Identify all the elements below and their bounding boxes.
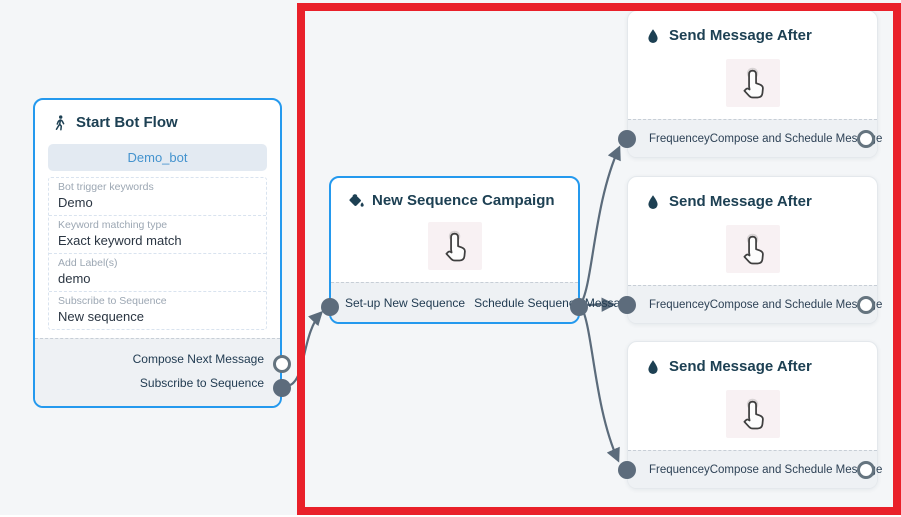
send-node-header: Send Message After xyxy=(628,11,877,44)
send-node-title: Send Message After xyxy=(669,27,812,44)
send-node-header: Send Message After xyxy=(628,177,877,210)
send-output-port[interactable] xyxy=(857,461,875,479)
start-node-fields: Bot trigger keywords Demo Keyword matchi… xyxy=(48,177,267,330)
walking-person-icon xyxy=(52,115,68,131)
bot-name-button[interactable]: Demo_bot xyxy=(48,144,267,171)
send-node-header: Send Message After xyxy=(628,342,877,375)
field-subscribe-to-sequence[interactable]: Subscribe to Sequence New sequence xyxy=(58,295,167,324)
fill-drip-icon xyxy=(348,193,364,209)
field-bot-trigger-keywords[interactable]: Bot trigger keywords Demo xyxy=(49,178,266,216)
water-drop-icon xyxy=(645,359,661,375)
send-click-area[interactable] xyxy=(725,225,780,273)
send-click-area[interactable] xyxy=(725,390,780,438)
output-port-subscribe-to-sequence[interactable] xyxy=(273,379,291,397)
send-message-after-node-1[interactable]: Send Message After Frequencey Compose an… xyxy=(618,10,882,158)
schedule-sequence-message-label[interactable]: Schedule Sequence Message xyxy=(474,295,634,310)
compose-and-schedule-message-label[interactable]: Compose and Schedule Message xyxy=(709,298,883,311)
new-sequence-campaign-node[interactable]: New Sequence Campaign Set-up New Sequenc… xyxy=(321,176,634,324)
compose-and-schedule-message-label[interactable]: Compose and Schedule Message xyxy=(709,463,883,476)
start-node-header: Start Bot Flow xyxy=(35,100,280,131)
start-node-title: Start Bot Flow xyxy=(76,114,178,131)
tap-hand-icon xyxy=(732,228,774,270)
field-keyword-matching-type[interactable]: Keyword matching type Exact keyword matc… xyxy=(49,216,266,254)
sequence-input-port[interactable] xyxy=(321,298,339,316)
sequence-node-footer: Set-up New Sequence Schedule Sequence Me… xyxy=(331,282,634,322)
frequency-label[interactable]: Frequencey xyxy=(649,132,710,145)
water-drop-icon xyxy=(645,28,661,44)
tap-hand-icon xyxy=(732,62,774,104)
start-node-footer: Compose Next Message Subscribe to Sequen… xyxy=(35,338,280,406)
field-add-labels[interactable]: Add Label(s) demo xyxy=(49,254,266,292)
sequence-output-port[interactable] xyxy=(570,298,588,316)
send-message-after-node-3[interactable]: Send Message After Frequencey Compose an… xyxy=(618,341,882,489)
sequence-node-header: New Sequence Campaign xyxy=(331,178,578,209)
setup-new-sequence-label[interactable]: Set-up New Sequence xyxy=(345,295,466,310)
tap-hand-icon xyxy=(434,225,476,267)
sequence-node-title: New Sequence Campaign xyxy=(372,192,555,209)
send-node-title: Send Message After xyxy=(669,193,812,210)
send-input-port[interactable] xyxy=(618,130,636,148)
send-node-title: Send Message After xyxy=(669,358,812,375)
output-label-compose-next-message: Compose Next Message xyxy=(132,352,264,366)
frequency-label[interactable]: Frequencey xyxy=(649,463,710,476)
send-message-after-node-2[interactable]: Send Message After Frequencey Compose an… xyxy=(618,176,882,324)
send-node-footer: Frequencey Compose and Schedule Message xyxy=(628,119,882,157)
send-output-port[interactable] xyxy=(857,130,875,148)
send-output-port[interactable] xyxy=(857,296,875,314)
output-label-subscribe-to-sequence: Subscribe to Sequence xyxy=(139,376,264,390)
start-bot-flow-node[interactable]: Start Bot Flow Demo_bot Bot trigger keyw… xyxy=(33,98,291,408)
send-input-port[interactable] xyxy=(618,296,636,314)
tap-hand-icon xyxy=(732,393,774,435)
send-input-port[interactable] xyxy=(618,461,636,479)
send-click-area[interactable] xyxy=(725,59,780,107)
frequency-label[interactable]: Frequencey xyxy=(649,298,710,311)
sequence-click-area[interactable] xyxy=(427,222,482,270)
output-port-compose-next-message[interactable] xyxy=(273,355,291,373)
water-drop-icon xyxy=(645,194,661,210)
compose-and-schedule-message-label[interactable]: Compose and Schedule Message xyxy=(709,132,883,145)
send-node-footer: Frequencey Compose and Schedule Message xyxy=(628,450,882,488)
send-node-footer: Frequencey Compose and Schedule Message xyxy=(628,285,882,323)
